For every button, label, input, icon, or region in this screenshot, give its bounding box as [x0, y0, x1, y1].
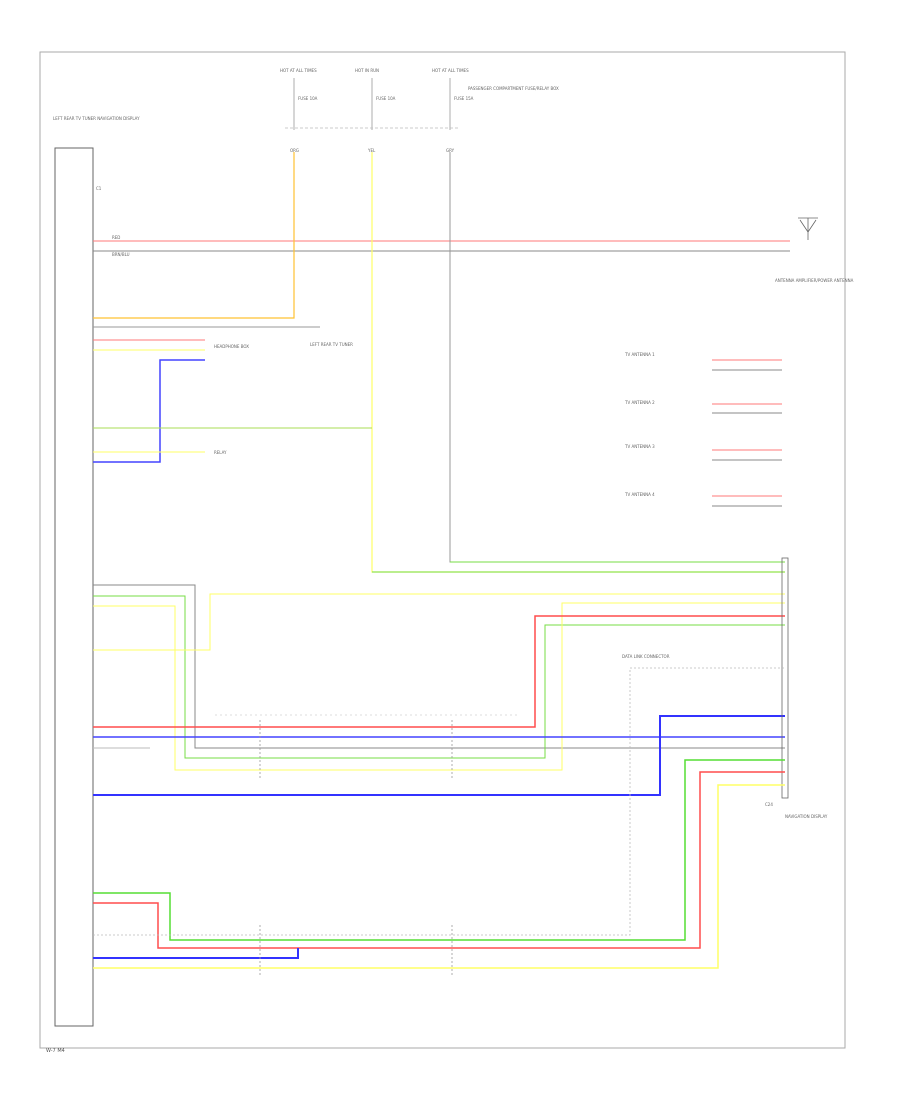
- svg-text:FUSE 15A: FUSE 15A: [454, 96, 474, 101]
- wire-orange-power: [93, 152, 295, 319]
- right-connector-title: NAVIGATION DISPLAY: [785, 814, 828, 819]
- frame-label: W-7 M4: [46, 1048, 65, 1054]
- antenna-label: ANTENNA AMPLIFIER/POWER ANTENNA: [775, 278, 854, 283]
- svg-text:YEL: YEL: [367, 148, 376, 153]
- wire-gray-power: [449, 152, 785, 563]
- left-module: [54, 147, 94, 1027]
- svg-text:TV ANTENNA 4: TV ANTENNA 4: [624, 492, 655, 497]
- wire-label-brnblu: BRN/BLU: [112, 252, 130, 257]
- wire-label-red: RED: [112, 235, 120, 240]
- diagram-frame: [39, 51, 846, 1049]
- fuse-box-3: HOT AT ALL TIMES FUSE 15A GRY: [432, 68, 474, 153]
- svg-text:TV ANTENNA 1: TV ANTENNA 1: [624, 352, 655, 357]
- svg-text:TV ANTENNA 2: TV ANTENNA 2: [624, 400, 655, 405]
- svg-text:HOT IN RUN: HOT IN RUN: [355, 68, 379, 73]
- right-legend: TV ANTENNA 1 TV ANTENNA 2 TV ANTENNA 3 T…: [624, 352, 782, 507]
- fuse-box-1: HOT AT ALL TIMES FUSE 10A ORG: [280, 68, 318, 153]
- fuse-box-2: HOT IN RUN FUSE 10A YEL: [355, 68, 396, 153]
- lower-harness: [93, 584, 785, 796]
- svg-text:GRY: GRY: [446, 148, 455, 153]
- fuse-note: PASSENGER COMPARTMENT FUSE/RELAY BOX: [468, 86, 559, 91]
- right-connector: [781, 557, 789, 799]
- right-connector-code: C24: [765, 802, 773, 807]
- left-module-title: LEFT REAR TV TUNER NAVIGATION DISPLAY: [53, 116, 140, 121]
- bottom-harness: [93, 667, 785, 975]
- wire-yellow-power: [371, 152, 785, 573]
- antenna-symbol: [798, 217, 818, 240]
- wire-blue-mid: [93, 359, 205, 463]
- note-headphone-box: HEADPHONE BOX: [214, 344, 249, 349]
- svg-text:FUSE 10A: FUSE 10A: [298, 96, 318, 101]
- svg-text:ORG: ORG: [290, 148, 299, 153]
- note-relay: RELAY: [214, 450, 227, 455]
- left-module-connector: C1: [96, 186, 102, 191]
- svg-text:HOT AT ALL TIMES: HOT AT ALL TIMES: [280, 68, 317, 73]
- note-data-link: DATA LINK CONNECTOR: [622, 654, 670, 659]
- note-left-rear-tv: LEFT REAR TV TUNER: [310, 342, 353, 347]
- svg-text:HOT AT ALL TIMES: HOT AT ALL TIMES: [432, 68, 469, 73]
- svg-text:FUSE 10A: FUSE 10A: [376, 96, 396, 101]
- svg-text:TV ANTENNA 3: TV ANTENNA 3: [624, 444, 655, 449]
